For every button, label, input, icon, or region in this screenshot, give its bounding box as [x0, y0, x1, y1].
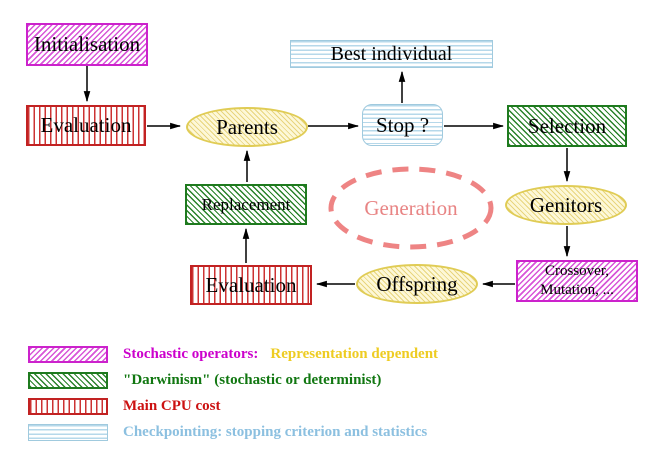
legend-row-darwinism: "Darwinism" (stochastic or determinist) — [0, 372, 662, 389]
legend-label-checkpointing: Checkpointing: stopping criterion and st… — [123, 424, 428, 440]
node-crossover-mutation: Crossover, Mutation, ... — [516, 260, 638, 302]
node-evaluation-bottom: Evaluation — [190, 265, 312, 305]
node-generation-label: Generation — [364, 195, 458, 220]
node-offspring: Offspring — [356, 264, 478, 304]
node-evaluation-top: Evaluation — [26, 105, 146, 146]
legend-swatch-cyan-stripes-icon — [28, 424, 108, 441]
legend-swatch-green-hatch-icon — [28, 372, 108, 389]
legend-swatch-magenta-hatch-icon — [28, 346, 108, 363]
node-selection: Selection — [507, 105, 627, 147]
node-parents: Parents — [186, 107, 308, 147]
crossover-line1: Crossover, — [545, 263, 609, 280]
node-best-individual: Best individual — [290, 40, 493, 68]
legend-row-stochastic-operators: Stochastic operators: Representation dep… — [0, 346, 662, 363]
legend-row-checkpointing: Checkpointing: stopping criterion and st… — [0, 424, 662, 441]
legend-row-main-cpu-cost: Main CPU cost — [0, 398, 662, 415]
node-genitors: Genitors — [505, 185, 627, 225]
legend-label-representation-dependent: Representation dependent — [270, 346, 439, 362]
legend-label-stochastic-operators: Stochastic operators: — [123, 346, 259, 362]
node-stop: Stop ? — [362, 104, 443, 146]
node-initialisation: Initialisation — [26, 23, 148, 66]
legend-label-main-cpu-cost: Main CPU cost — [123, 398, 221, 414]
node-replacement: Replacement — [185, 184, 307, 225]
legend-swatch-red-stripes-icon — [28, 398, 108, 415]
crossover-line2: Mutation, ... — [540, 282, 614, 298]
legend-label-darwinism: "Darwinism" (stochastic or determinist) — [123, 372, 382, 388]
